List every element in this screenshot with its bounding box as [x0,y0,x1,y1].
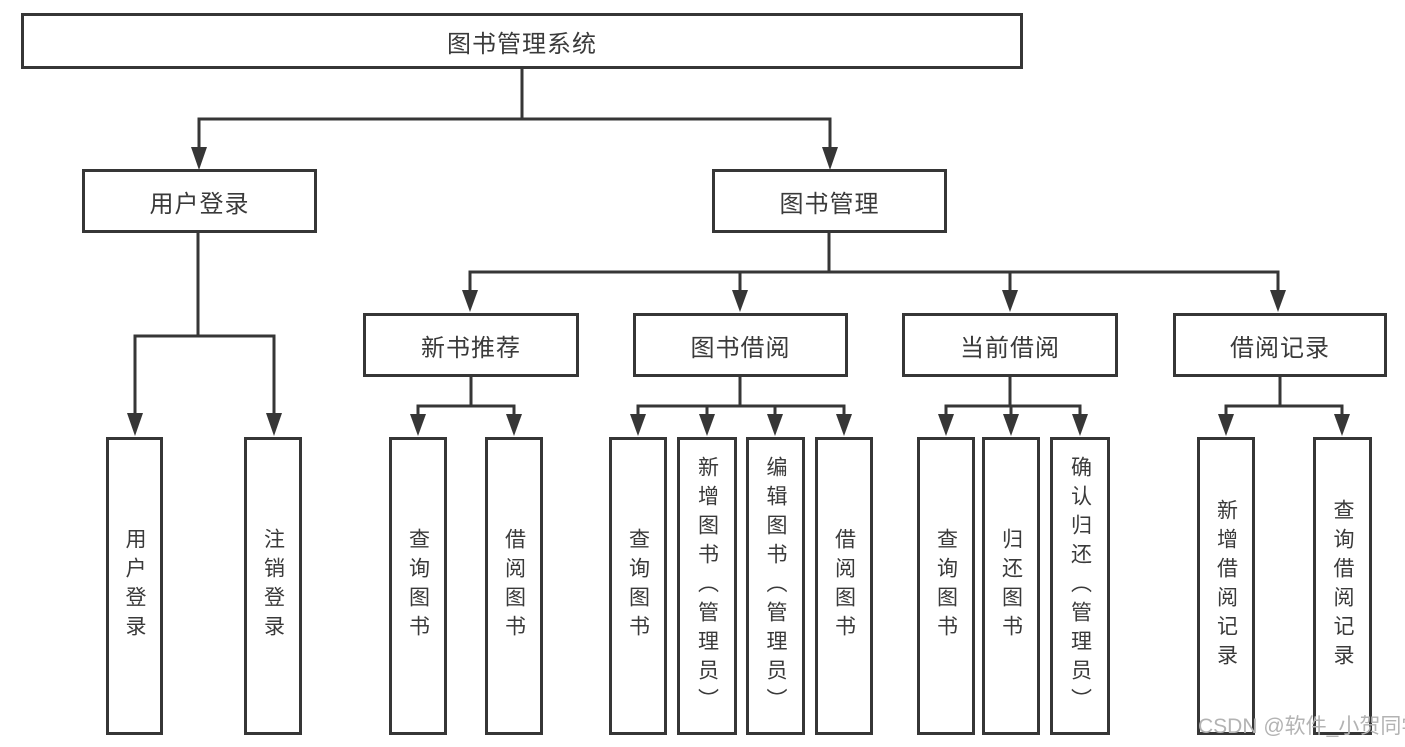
arrowhead-icon [1218,414,1234,436]
leaf-confirm-return-admin-label: 确认归还（管理员） [1068,455,1092,717]
node-current-borrowing: 当前借阅 [902,313,1118,377]
leaf-query-books-current: 查询图书 [917,437,975,735]
leaf-edit-book-admin: 编辑图书（管理员） [746,437,805,735]
leaf-query-books-current-label: 查询图书 [934,528,958,644]
arrowhead-icon [1270,290,1286,312]
node-book-management: 图书管理 [712,169,947,233]
leaf-borrow-books-borrow-label: 借阅图书 [832,528,856,644]
node-book-borrowing: 图书借阅 [633,313,848,377]
arrowhead-icon [127,413,143,436]
leaf-borrow-books-borrow: 借阅图书 [815,437,873,735]
leaf-add-borrow-record: 新增借阅记录 [1197,437,1255,735]
arrowhead-icon [630,414,646,436]
leaf-user-login-label: 用户登录 [123,528,146,644]
arrowhead-icon [1003,414,1019,436]
node-user-login-label: 用户登录 [149,190,250,218]
arrowhead-icon [822,147,838,170]
leaf-user-login: 用户登录 [106,437,163,735]
leaf-query-books-newbook-label: 查询图书 [406,528,430,644]
node-root-label: 图书管理系统 [447,30,597,58]
arrowhead-icon [732,290,748,312]
arrowhead-icon [1334,414,1350,436]
node-borrowing-records-label: 借阅记录 [1230,334,1330,362]
leaf-add-book-admin-label: 新增图书（管理员） [695,455,719,717]
leaf-confirm-return-admin: 确认归还（管理员） [1050,437,1110,735]
arrowhead-icon [506,414,522,436]
leaf-query-books-borrow: 查询图书 [609,437,667,735]
node-book-borrowing-label: 图书借阅 [690,334,791,362]
arrowhead-icon [410,414,426,436]
leaf-query-borrow-record-label: 查询借阅记录 [1331,499,1354,673]
arrowhead-icon [836,414,852,436]
node-current-borrowing-label: 当前借阅 [960,334,1060,362]
leaf-borrow-books-newbook: 借阅图书 [485,437,543,735]
leaf-query-borrow-record: 查询借阅记录 [1313,437,1372,735]
node-new-book-recommend-label: 新书推荐 [421,334,521,362]
leaf-logout: 注销登录 [244,437,302,735]
arrowhead-icon [266,413,282,436]
arrowhead-icon [938,414,954,436]
node-user-login: 用户登录 [82,169,317,233]
node-new-book-recommend: 新书推荐 [363,313,579,377]
leaf-logout-label: 注销登录 [261,528,285,644]
arrowhead-icon [699,414,715,436]
leaf-add-borrow-record-label: 新增借阅记录 [1214,499,1238,673]
arrowhead-icon [767,414,783,436]
leaf-borrow-books-newbook-label: 借阅图书 [502,528,526,644]
leaf-query-books-newbook: 查询图书 [389,437,447,735]
arrowhead-icon [1002,290,1018,312]
arrowhead-icon [1072,414,1088,436]
watermark: CSDN @软件_小贺同学 [1198,715,1405,738]
leaf-query-books-borrow-label: 查询图书 [626,528,650,644]
node-root: 图书管理系统 [21,13,1023,69]
leaf-return-book: 归还图书 [982,437,1040,735]
leaf-add-book-admin: 新增图书（管理员） [677,437,737,735]
leaf-return-book-label: 归还图书 [999,528,1023,644]
arrowhead-icon [462,290,478,312]
arrowhead-icon [191,147,207,170]
leaf-edit-book-admin-label: 编辑图书（管理员） [764,455,787,717]
node-borrowing-records: 借阅记录 [1173,313,1387,377]
node-book-management-label: 图书管理 [779,190,880,218]
